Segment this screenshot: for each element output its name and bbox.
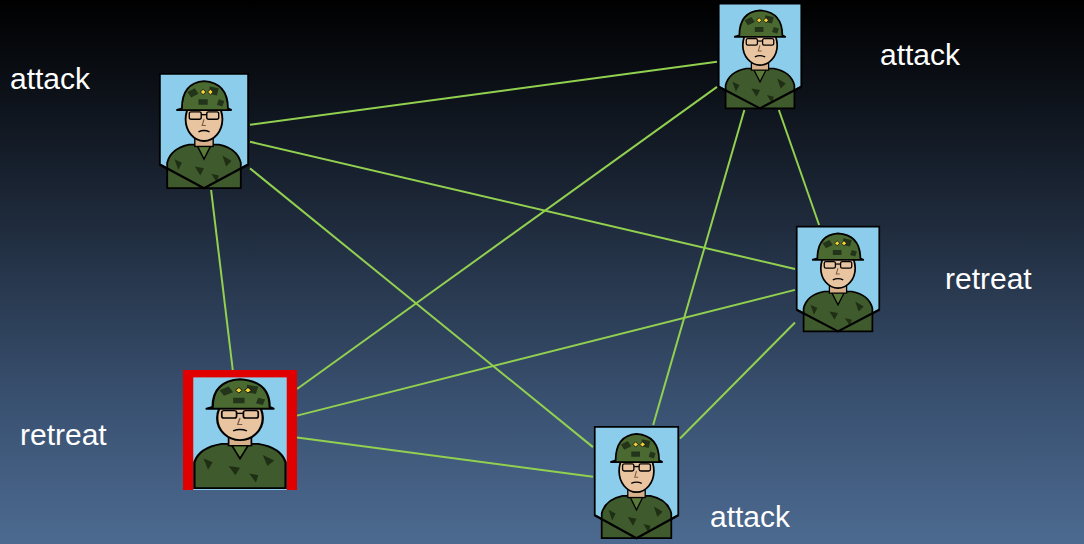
general-node: retreat xyxy=(795,225,881,333)
communication-link xyxy=(250,168,593,447)
communication-link xyxy=(779,110,819,225)
general-node: attack xyxy=(593,425,680,540)
general-icon xyxy=(795,225,881,333)
communication-link xyxy=(653,110,744,425)
general-node: retreat xyxy=(183,370,297,490)
general-node: attack xyxy=(158,72,250,190)
general-icon xyxy=(593,425,680,540)
general-icon xyxy=(717,2,803,110)
decision-label: attack xyxy=(10,62,90,95)
communication-link xyxy=(680,322,795,438)
decision-label: attack xyxy=(880,38,960,71)
communication-link xyxy=(297,438,593,477)
general-node: attack xyxy=(717,2,803,110)
general-icon xyxy=(158,72,250,190)
communication-link xyxy=(211,190,233,370)
decision-label: attack xyxy=(710,500,790,533)
decision-label: retreat xyxy=(945,262,1032,295)
decision-label: retreat xyxy=(20,418,107,451)
communication-link xyxy=(297,87,717,389)
communication-link xyxy=(250,62,717,125)
communication-link xyxy=(250,142,795,269)
general-icon xyxy=(183,370,297,490)
